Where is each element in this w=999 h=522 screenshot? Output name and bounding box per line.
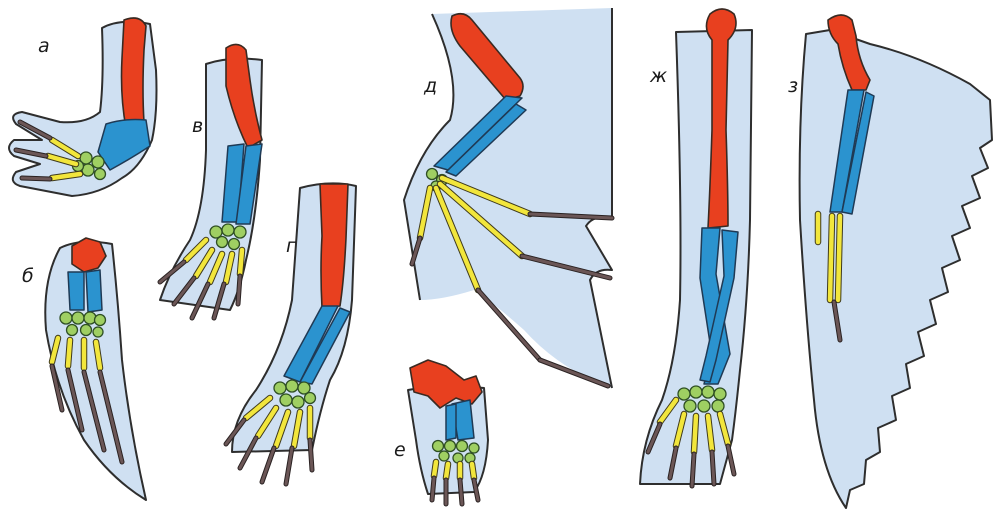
label-z: з [788,75,798,97]
label-g: г [286,235,297,257]
limb-a [9,18,157,196]
limb-e [408,360,488,504]
label-d: д [423,75,437,97]
label-a: а [38,35,50,57]
label-v: в [192,115,203,137]
label-zh: ж [649,65,667,87]
label-e: е [394,439,406,461]
label-b: б [22,265,34,287]
limb-d [404,8,612,388]
limb-v [160,44,262,318]
limb-z [800,15,992,508]
limb-b [45,238,146,500]
